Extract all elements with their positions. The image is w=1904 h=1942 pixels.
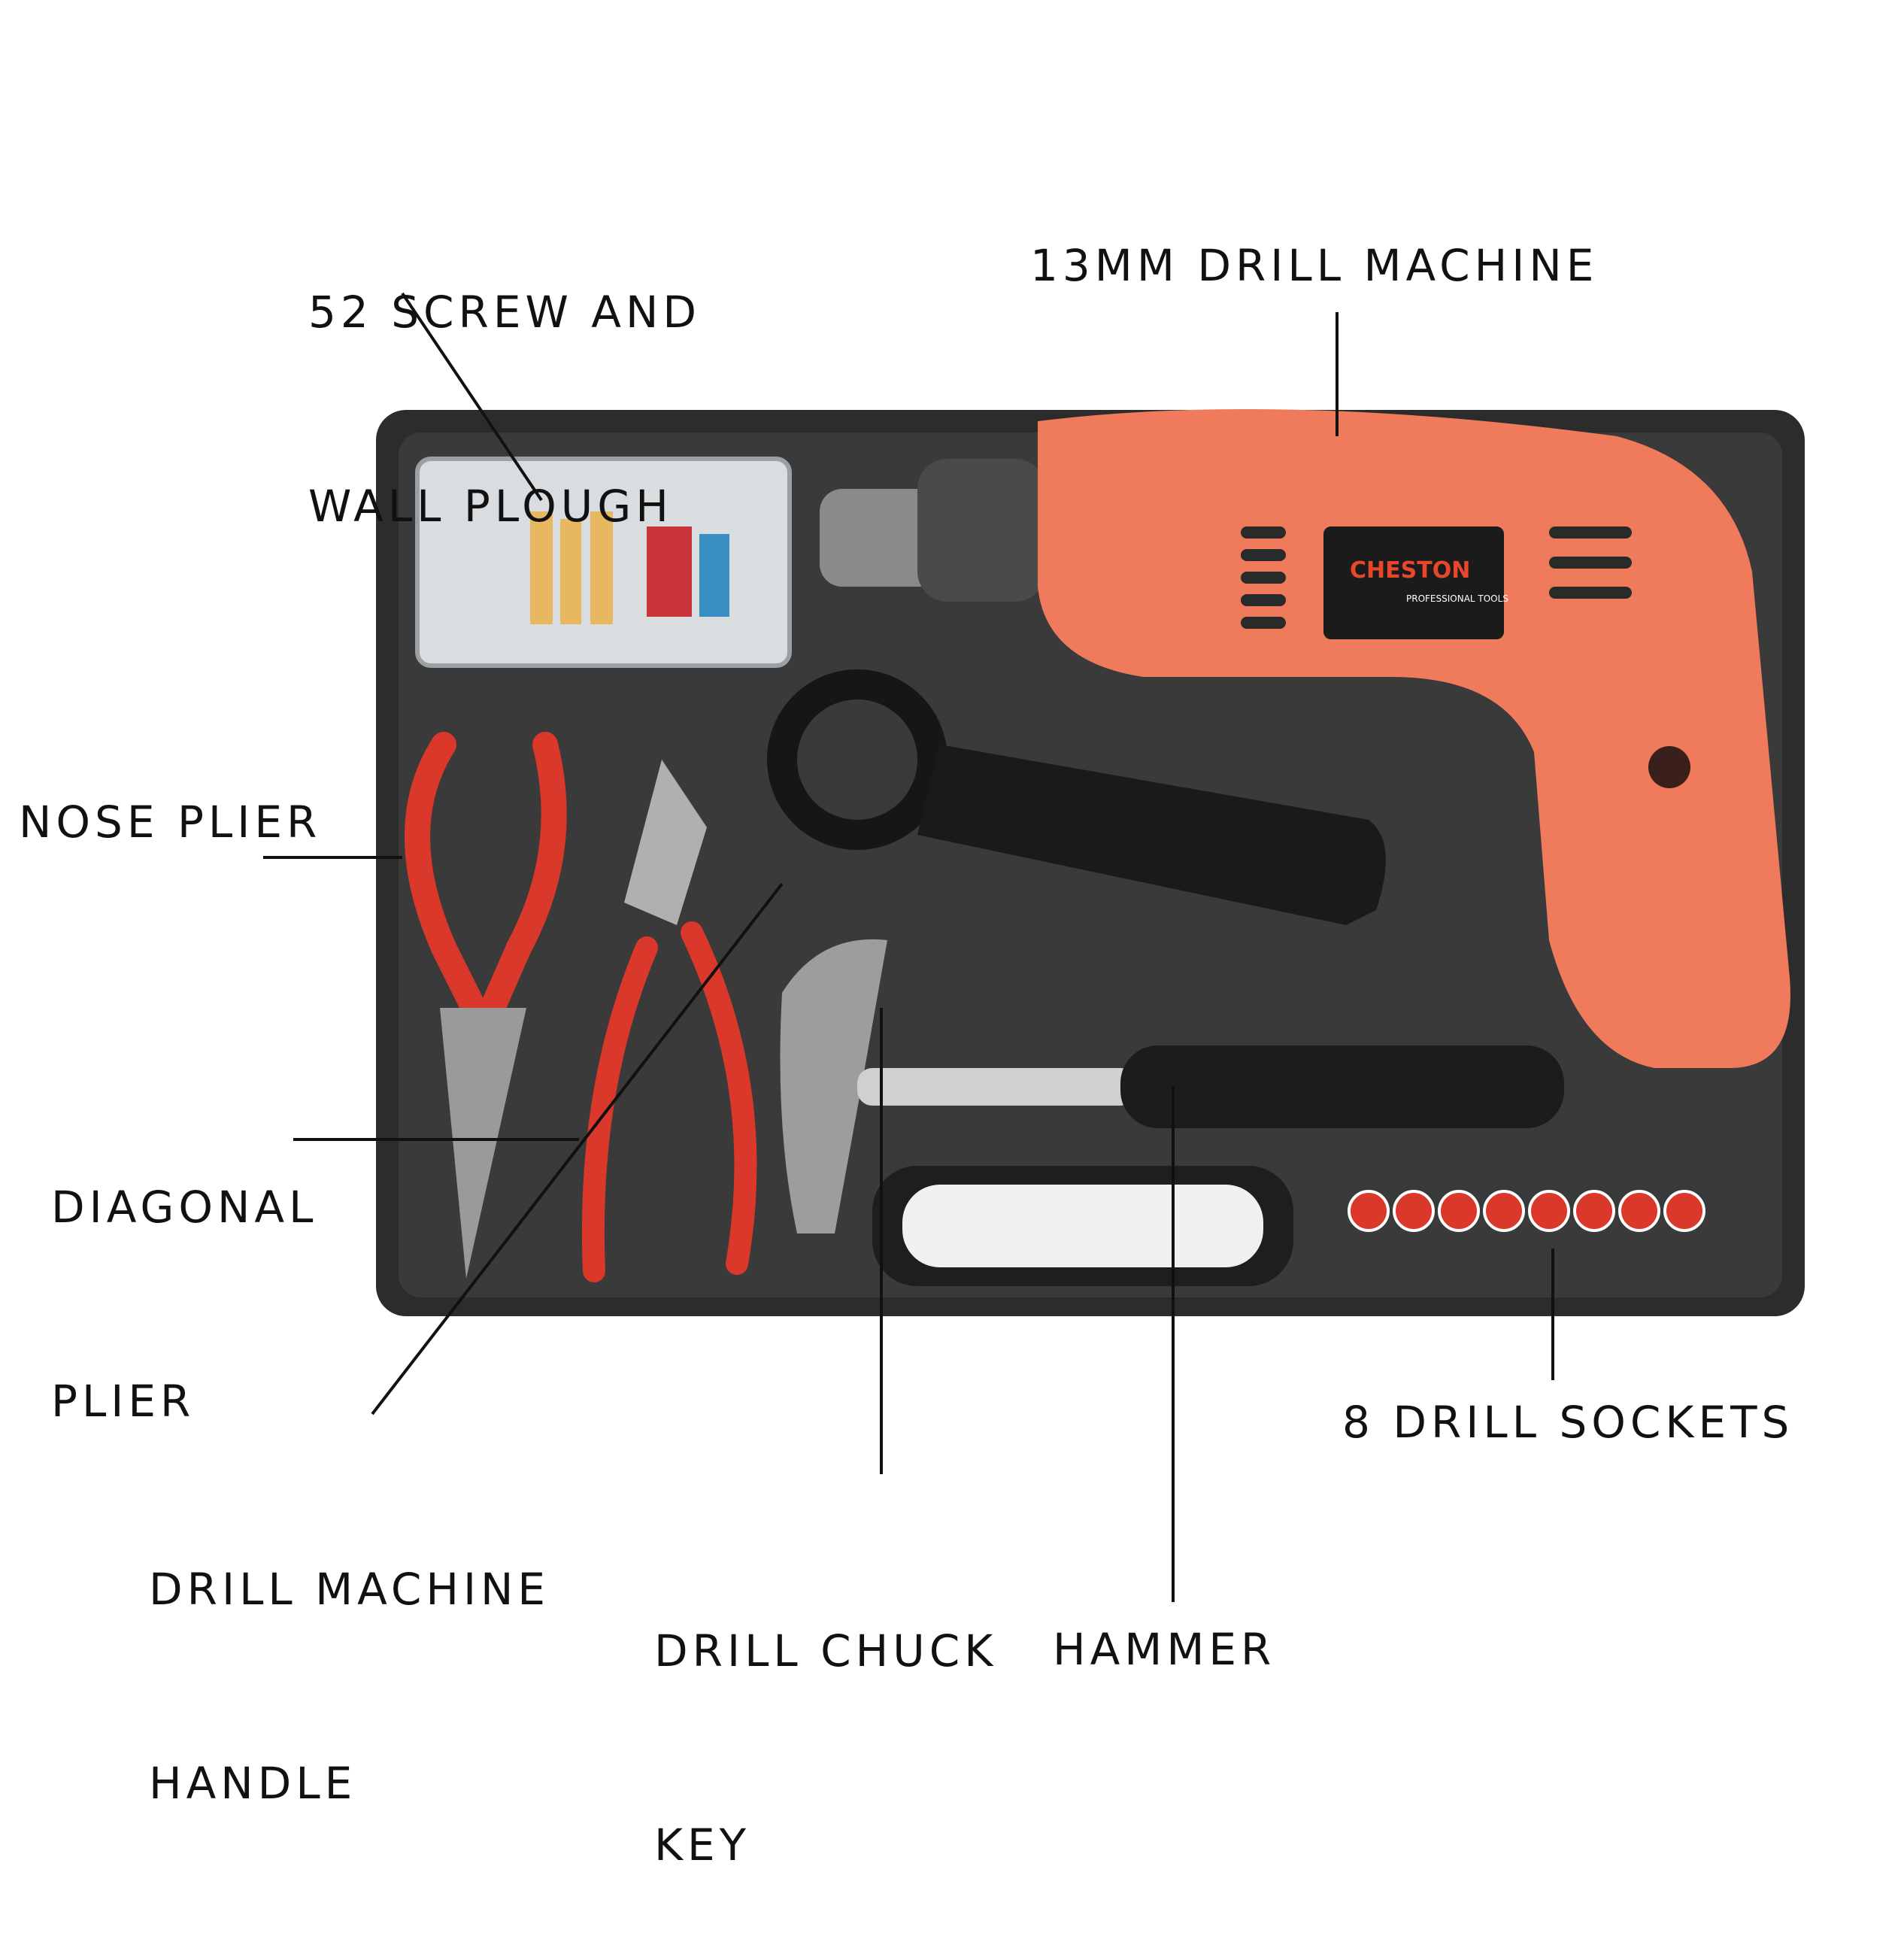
- drill-machine: CHESTON PROFESSIONAL TOOLS: [820, 409, 1790, 1068]
- brand-tagline: PROFESSIONAL TOOLS: [1406, 593, 1508, 604]
- hammer: [780, 939, 1564, 1233]
- label-nose-plier: NOSE PLIER: [19, 797, 322, 848]
- case-handle-opening: [902, 1185, 1263, 1267]
- label-sockets: 8 DRILL SOCKETS: [1342, 1397, 1794, 1448]
- label-drill-handle: DRILL MACHINE HANDLE: [149, 1428, 550, 1880]
- label-chuck-key: DRILL CHUCK KEY: [654, 1489, 997, 1942]
- brand-name: CHESTON: [1350, 557, 1470, 584]
- nose-plier: [405, 732, 567, 1279]
- label-drill-handle-line2: HANDLE: [149, 1758, 357, 1809]
- label-drill-handle-line1: DRILL MACHINE: [149, 1564, 550, 1615]
- screws-and-plugs: [530, 511, 729, 624]
- label-diagonal-plier-line2: PLIER: [51, 1376, 196, 1427]
- drill-sockets: [1348, 1190, 1705, 1232]
- label-diagonal-plier: DIAGONAL PLIER: [51, 1045, 317, 1498]
- label-drill-machine: 13MM DRILL MACHINE: [1030, 240, 1599, 291]
- drill-side-handle: [767, 669, 1386, 925]
- label-screws-line1: 52 SCREW AND: [308, 287, 702, 338]
- label-hammer: HAMMER: [1053, 1624, 1276, 1675]
- label-chuck-key-line1: DRILL CHUCK: [654, 1625, 998, 1676]
- label-screws: 52 SCREW AND WALL PLOUGH: [308, 150, 701, 603]
- label-diagonal-plier-line1: DIAGONAL: [51, 1182, 318, 1233]
- leader-screws: [401, 292, 543, 502]
- leader-drill-handle: [371, 882, 784, 1416]
- toolkit-photo: CHESTON PROFESSIONAL TOOLS: [263, 292, 1805, 1602]
- label-screws-line2: WALL PLOUGH: [308, 481, 673, 532]
- leader-lines: [263, 292, 1554, 1602]
- label-chuck-key-line2: KEY: [654, 1819, 751, 1871]
